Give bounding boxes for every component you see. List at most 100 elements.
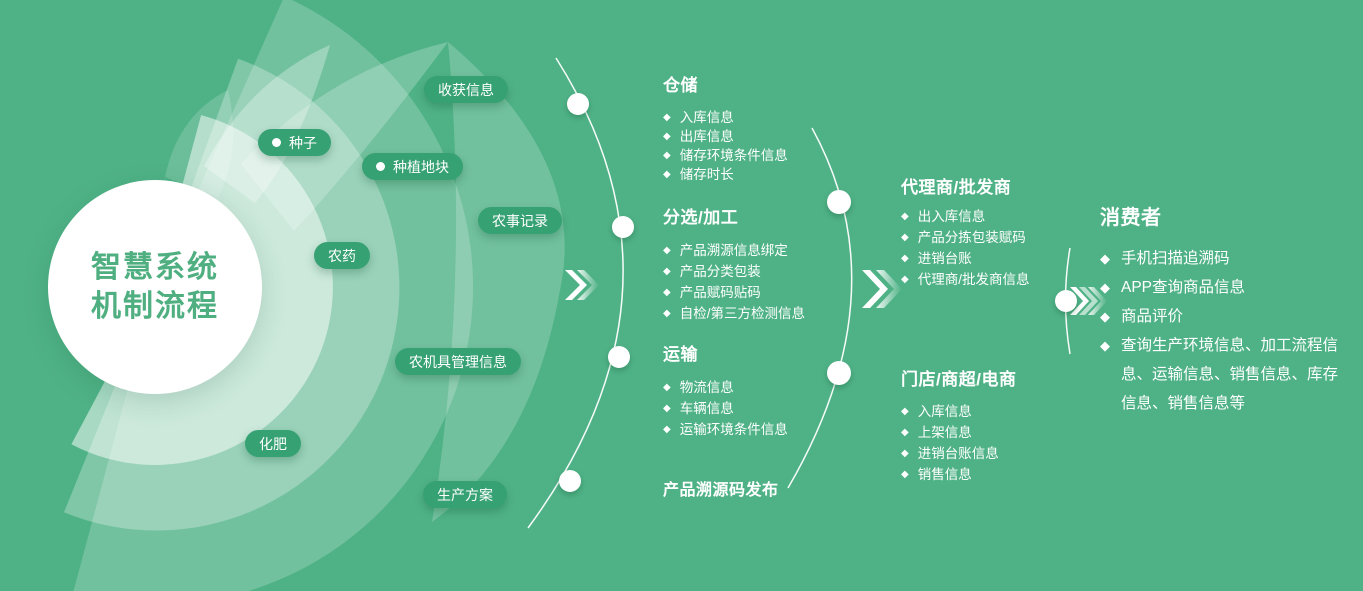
diamond-bullet-icon: ◆ <box>901 469 909 480</box>
list-item-text: 代理商/批发商信息 <box>917 272 1030 287</box>
diamond-bullet-icon: ◆ <box>1100 280 1110 295</box>
stage-pill-seed: 种子 <box>258 129 331 156</box>
section-agent: 代理商/批发商 ◆出入库信息 ◆产品分拣包装赋码 ◆进销台账 ◆代理商/批发商信… <box>901 176 1111 290</box>
list-item-text: 自检/第三方检测信息 <box>679 306 805 321</box>
list-item-text: 销售信息 <box>917 467 972 482</box>
list-item-text: 储存环境条件信息 <box>679 148 788 163</box>
list-item: ◆ 车辆信息 <box>663 398 893 419</box>
diamond-bullet-icon: ◆ <box>901 211 909 222</box>
list-item-text: 出入库信息 <box>917 209 986 224</box>
list-item-text: 手机扫描追溯码 <box>1121 250 1230 267</box>
stage-pill-label: 农药 <box>328 247 356 264</box>
list-item-text: 车辆信息 <box>679 401 734 416</box>
diamond-bullet-icon: ◆ <box>901 427 909 438</box>
section-store: 门店/商超/电商 ◆入库信息 ◆ 上架信息 ◆ 进销台账信息 ◆ 销售信息 <box>901 368 1111 485</box>
section-header: 仓储 <box>663 76 698 95</box>
diamond-bullet-icon: ◆ <box>901 406 909 417</box>
list-item: ◆ 代理商/批发商信息 <box>901 269 1111 290</box>
hub-circle: 智慧系统 机制流程 <box>48 180 262 394</box>
list-item: ◆储存时长 <box>663 165 893 184</box>
flow-arrow-icon <box>1070 287 1107 315</box>
list-item: ◆ 自检/第三方检测信息 <box>663 303 893 324</box>
stage-pill-label: 收获信息 <box>438 81 494 98</box>
diamond-bullet-icon: ◆ <box>663 112 671 123</box>
list-item: ◆ 储存环境条件信息 <box>663 146 893 165</box>
stage-pill-plot: 种植地块 <box>362 153 463 180</box>
section-code-release: 产品溯源码发布 <box>663 482 779 499</box>
diamond-bullet-icon: ◆ <box>1100 309 1110 324</box>
list-item-text: 入库信息 <box>679 110 734 125</box>
section-header: 消费者 <box>1100 207 1162 229</box>
section-header: 运输 <box>663 345 698 364</box>
stage-pill-machinery: 农机具管理信息 <box>395 348 521 375</box>
list-item-text: 产品分类包装 <box>679 264 761 279</box>
stage-pill-plan: 生产方案 <box>423 481 507 508</box>
diamond-bullet-icon: ◆ <box>663 308 671 319</box>
list-item: ◆产品溯源信息绑定 <box>663 240 893 261</box>
diamond-bullet-icon: ◆ <box>663 266 671 277</box>
list-item-text: 产品溯源信息绑定 <box>679 243 788 258</box>
list-item: ◆物流信息 <box>663 377 893 398</box>
diamond-bullet-icon: ◆ <box>663 382 671 393</box>
flow-node-dot <box>559 470 581 492</box>
page-title: 智慧系统 机制流程 <box>91 248 219 326</box>
list-item-text: 查询生产环境信息、加工流程信息、运输信息、销售信息、库存信息、销售信息等 <box>1121 337 1339 412</box>
stage-pill-label: 种子 <box>289 134 317 151</box>
dot-icon <box>376 162 385 171</box>
list-item: ◆入库信息 <box>901 401 1111 422</box>
flow-node-dot <box>1055 290 1077 312</box>
list-item-text: 上架信息 <box>917 425 972 440</box>
flow-arrow-icon <box>862 270 902 308</box>
flow-node-dot <box>612 216 634 238</box>
stage-pill-label: 生产方案 <box>437 486 493 503</box>
flow-node-dot <box>827 190 851 214</box>
diamond-bullet-icon: ◆ <box>663 403 671 414</box>
diamond-bullet-icon: ◆ <box>663 131 671 142</box>
list-item-text: 出库信息 <box>679 129 734 144</box>
list-item: ◆ 产品赋码贴码 <box>663 282 893 303</box>
list-item: ◆ 出库信息 <box>663 127 893 146</box>
stage-pill-farm-record: 农事记录 <box>478 207 562 234</box>
stage-pill-label: 种植地块 <box>393 158 449 175</box>
dot-icon <box>272 138 281 147</box>
section-sorting: 分选/加工 ◆产品溯源信息绑定 ◆ 产品分类包装 ◆ 产品赋码贴码 ◆ 自检/第三方检… <box>663 206 893 324</box>
diamond-bullet-icon: ◆ <box>901 253 909 264</box>
list-item-text: 进销台账信息 <box>917 446 999 461</box>
list-item: ◆查询生产环境信息、加工流程信息、运输信息、销售信息、库存信息、销售信息等 <box>1100 331 1352 418</box>
fan-petal <box>432 42 565 522</box>
list-item-text: 产品赋码贴码 <box>679 285 761 300</box>
diamond-bullet-icon: ◆ <box>901 232 909 243</box>
flow-arc <box>787 127 853 489</box>
diamond-bullet-icon: ◆ <box>663 150 671 161</box>
list-item: ◆ 产品分类包装 <box>663 261 893 282</box>
section-header: 分选/加工 <box>663 208 739 227</box>
flow-arrow-icon <box>565 270 599 300</box>
list-item-text: 产品分拣包装赋码 <box>917 230 1026 245</box>
stage-pill-label: 农事记录 <box>492 212 548 229</box>
list-item: ◆ 进销台账 <box>901 248 1111 269</box>
list-item: ◆ 上架信息 <box>901 422 1111 443</box>
section-header: 门店/商超/电商 <box>901 370 1017 389</box>
stage-pill-label: 化肥 <box>259 435 287 452</box>
list-item-text: 进销台账 <box>917 251 972 266</box>
list-item-text: 运输环境条件信息 <box>679 422 788 437</box>
flow-arc <box>527 57 624 529</box>
list-item: ◆ 销售信息 <box>901 464 1111 485</box>
diamond-bullet-icon: ◆ <box>663 287 671 298</box>
diamond-bullet-icon: ◆ <box>1100 251 1110 266</box>
diamond-bullet-icon: ◆ <box>663 424 671 435</box>
list-item: ◆ 入库信息 <box>663 108 893 127</box>
list-item-text: 商品评价 <box>1121 308 1184 325</box>
section-consumer: 消费者 ◆ 手机扫描追溯码 ◆ APP查询商品信息 ◆ 商品评价 ◆查询生产环境信息、… <box>1100 204 1360 418</box>
section-warehousing: 仓储 ◆ 入库信息 ◆ 出库信息 ◆ 储存环境条件信息 ◆储存时长 <box>663 74 893 184</box>
page-title-line1: 智慧系统 <box>91 251 219 284</box>
stage-pill-label: 农机具管理信息 <box>409 353 507 370</box>
stage-pill-fertilizer: 化肥 <box>245 430 301 457</box>
flow-node-dot <box>608 346 630 368</box>
list-item: ◆ 进销台账信息 <box>901 443 1111 464</box>
stage-pill-pesticide: 农药 <box>314 242 370 269</box>
diamond-bullet-icon: ◆ <box>901 274 909 285</box>
list-item-text: APP查询商品信息 <box>1121 279 1246 296</box>
diamond-bullet-icon: ◆ <box>901 448 909 459</box>
section-transport: 运输 ◆物流信息 ◆ 车辆信息 ◆ 运输环境条件信息 <box>663 343 893 440</box>
